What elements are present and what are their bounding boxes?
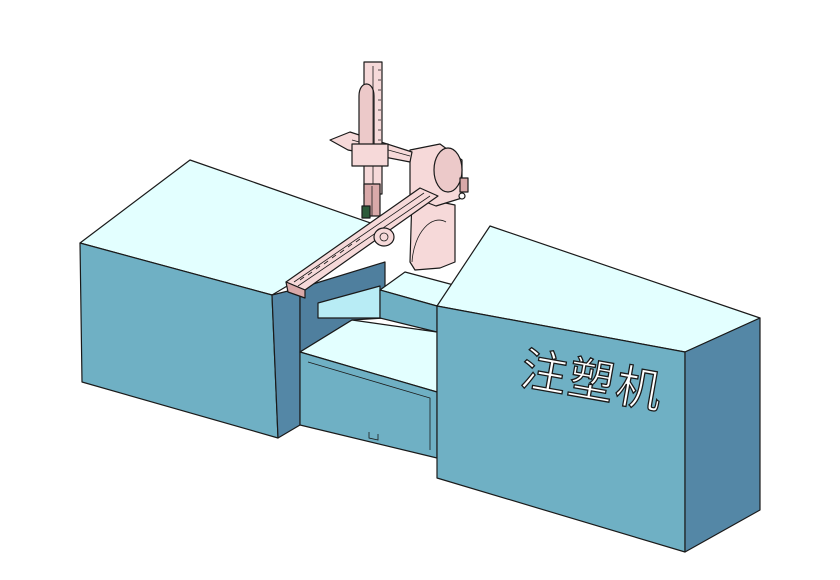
gantry-robot xyxy=(285,61,469,299)
robot-beam-rail-1 xyxy=(293,192,425,283)
robot-main-beam-side xyxy=(285,281,306,299)
robot-motor-screw xyxy=(458,192,466,200)
robot-gripper xyxy=(361,183,381,219)
robot-beam-carriage xyxy=(373,227,395,247)
robot-cable-clip xyxy=(459,177,469,193)
robot-beam-rack xyxy=(299,238,361,281)
robot-beam-carriage-hub xyxy=(379,232,389,242)
robot-arm-cable-loop xyxy=(358,83,375,151)
gripper-pad xyxy=(361,205,371,219)
robot-arm-slide-block xyxy=(351,143,389,167)
robot-pedestal xyxy=(409,195,456,271)
base-handle-icon xyxy=(368,432,379,441)
left-machine-block xyxy=(79,159,386,439)
right-block-side-face xyxy=(684,317,761,553)
robot-beam-rail-2 xyxy=(297,195,431,287)
base-panel-line xyxy=(307,361,431,450)
robot-motor-cap xyxy=(433,147,463,193)
right-machine-block: 注塑机 xyxy=(436,225,761,553)
robot-pedestal-arch xyxy=(411,219,447,263)
